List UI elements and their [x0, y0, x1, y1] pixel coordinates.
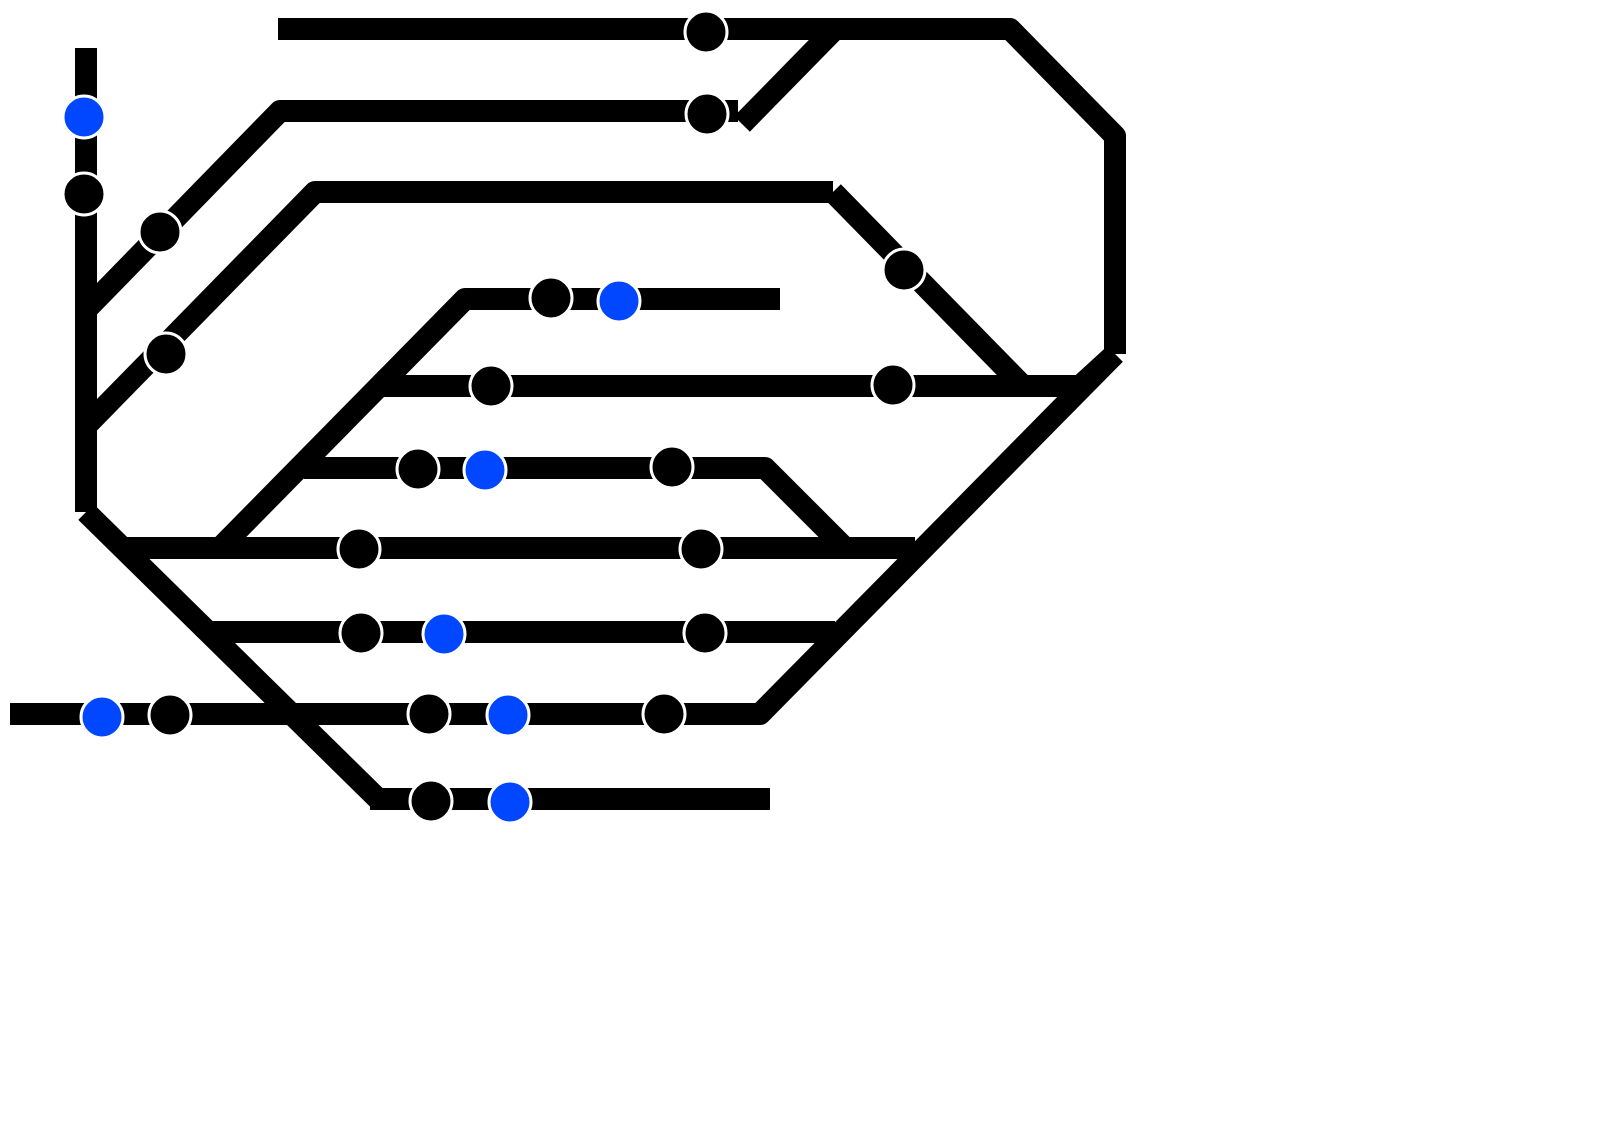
track-segment-t13 [78, 504, 386, 807]
signal-dot-blue-s26 [487, 779, 533, 825]
signal-dot-blue-s20 [79, 694, 125, 740]
signal-dot-blue-s3 [61, 94, 107, 140]
signal-dot-black-s10 [468, 363, 514, 409]
signal-dot-black-s17 [338, 610, 384, 656]
signal-dot-black-s2 [684, 91, 730, 137]
signal-dot-blue-s23 [485, 692, 531, 738]
signal-dot-black-s21 [147, 692, 193, 738]
track-segment-t1 [278, 18, 1126, 354]
signal-dot-black-s11 [870, 362, 916, 408]
tracks-layer [10, 18, 1126, 810]
track-segment-t6 [825, 184, 1123, 397]
signal-dot-black-s25 [408, 778, 454, 824]
signal-dot-blue-s18 [421, 611, 467, 657]
signal-dot-black-s8 [528, 275, 574, 321]
signal-dot-black-s12 [395, 446, 441, 492]
signal-dot-black-s19 [682, 610, 728, 656]
track-segment-t2 [734, 21, 843, 132]
signal-dot-black-s7 [881, 247, 927, 293]
signal-dot-black-s1 [683, 9, 729, 55]
track-segment-t10 [304, 457, 853, 556]
track-segment-t7 [10, 346, 1123, 725]
signal-dot-blue-s13 [462, 447, 508, 493]
signal-dot-black-s14 [649, 444, 695, 490]
signal-dot-black-s6 [143, 331, 189, 377]
signal-dot-black-s15 [336, 526, 382, 572]
signal-dot-black-s4 [61, 171, 107, 217]
signals-layer [61, 9, 927, 825]
signal-dot-black-s22 [406, 691, 452, 737]
signal-dot-blue-s9 [596, 278, 642, 324]
signal-dot-black-s16 [678, 526, 724, 572]
signal-dot-black-s24 [641, 691, 687, 737]
track-segment-t3 [76, 100, 738, 320]
signal-dot-black-s5 [137, 209, 183, 255]
track-segment-t9 [212, 288, 780, 556]
